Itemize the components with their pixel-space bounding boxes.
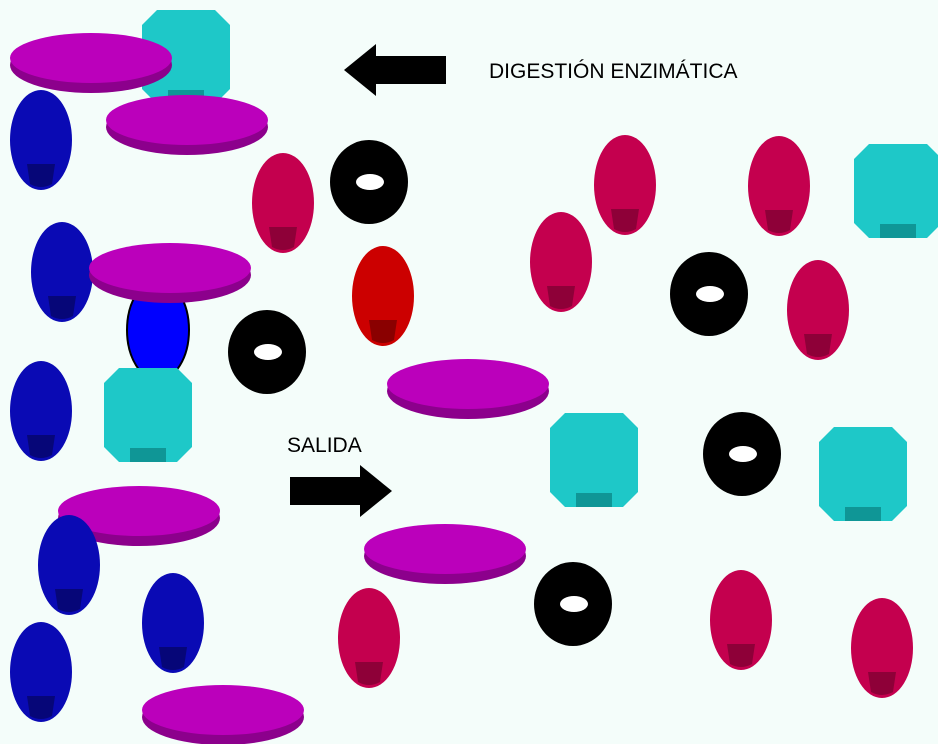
flat-disc-molecule — [10, 33, 172, 93]
crimson-capsule-molecule — [338, 588, 400, 688]
crimson-capsule-molecule — [594, 135, 656, 235]
ring-molecule — [534, 562, 612, 646]
crimson-capsule-molecule — [748, 136, 810, 236]
ring-molecule — [228, 310, 306, 394]
blue-capsule-molecule — [10, 90, 72, 190]
crimson-capsule-molecule — [710, 570, 772, 670]
octagon-molecule — [104, 368, 192, 462]
arrow-left-icon — [344, 44, 446, 96]
blue-capsule-molecule — [142, 573, 204, 673]
crimson-capsule-molecule — [530, 212, 592, 312]
octagon-molecule — [819, 427, 907, 521]
arrow-right-icon — [290, 465, 392, 517]
digestion-label: DIGESTIÓN ENZIMÁTICA — [489, 60, 738, 83]
flat-disc-molecule — [364, 524, 526, 584]
octagon-molecule — [854, 144, 938, 238]
flat-disc-molecule — [106, 95, 268, 155]
flat-disc-molecule — [387, 359, 549, 419]
crimson-capsule-molecule — [851, 598, 913, 698]
octagon-molecule — [550, 413, 638, 507]
red-capsule-molecule — [352, 246, 414, 346]
blue-capsule-molecule — [31, 222, 93, 322]
blue-capsule-molecule — [38, 515, 100, 615]
crimson-capsule-molecule — [252, 153, 314, 253]
crimson-capsule-molecule — [787, 260, 849, 360]
flat-disc-molecule — [142, 685, 304, 744]
ring-molecule — [670, 252, 748, 336]
ring-molecule — [330, 140, 408, 224]
flat-disc-molecule — [58, 486, 220, 546]
blue-capsule-molecule — [10, 361, 72, 461]
ring-molecule — [703, 412, 781, 496]
flat-disc-molecule — [89, 243, 251, 303]
exit-label: SALIDA — [287, 434, 362, 457]
blue-capsule-molecule — [10, 622, 72, 722]
